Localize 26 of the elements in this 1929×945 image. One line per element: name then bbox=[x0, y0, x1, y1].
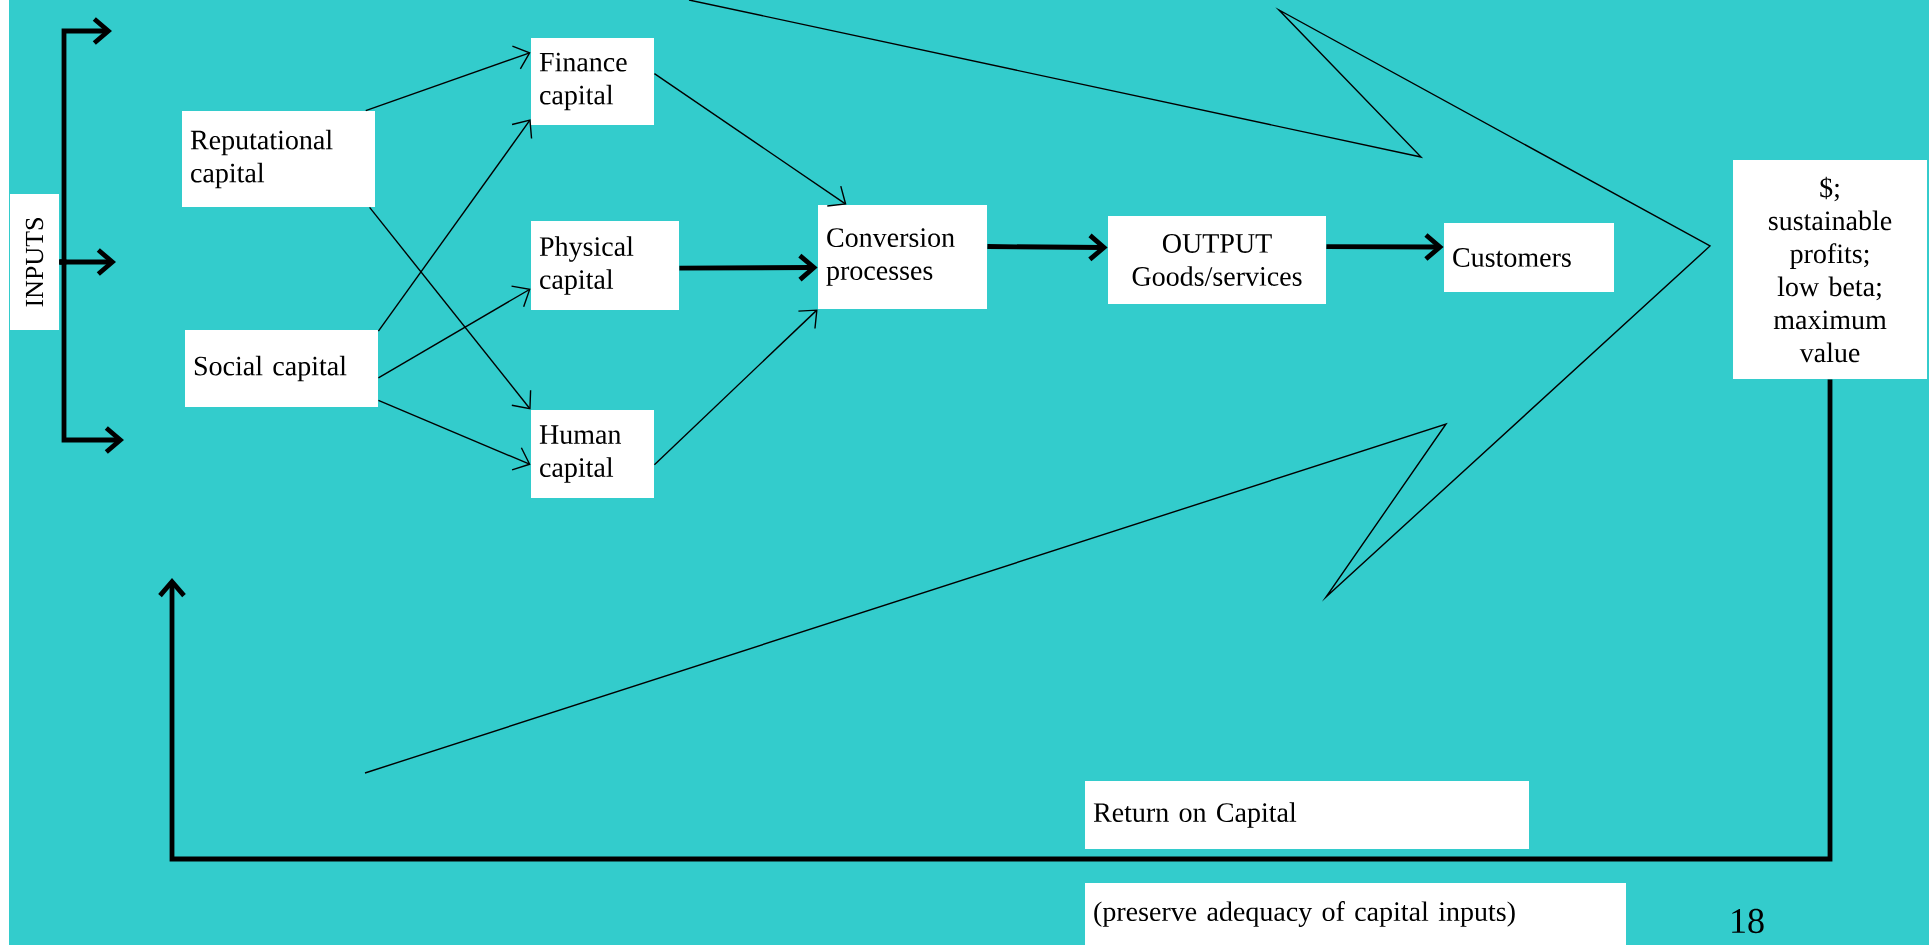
arrow bbox=[377, 399, 531, 471]
arrow bbox=[1326, 233, 1444, 261]
arrow bbox=[987, 233, 1108, 262]
note-box: (preserve adequacy of capital inputs) bbox=[1085, 883, 1626, 945]
process-box: Reputational capital bbox=[182, 111, 375, 207]
process-box: Human capital bbox=[531, 410, 654, 498]
arrow bbox=[368, 206, 532, 410]
page-number: 18 bbox=[1732, 908, 1764, 934]
arrow bbox=[377, 119, 533, 332]
arrow bbox=[679, 253, 818, 282]
result-box: $; sustainable profits; low beta; maximum value bbox=[1733, 160, 1927, 379]
arrow bbox=[653, 309, 818, 466]
label-box: INPUTS bbox=[10, 194, 59, 330]
arrow bbox=[377, 285, 531, 379]
arrow bbox=[653, 72, 847, 207]
arrow bbox=[158, 379, 1833, 862]
arrow bbox=[365, 45, 531, 112]
node-label: INPUTS bbox=[25, 218, 44, 307]
note-box: Return on Capital bbox=[1085, 781, 1529, 849]
process-box: Finance capital bbox=[531, 38, 654, 125]
process-box: OUTPUT Goods/services bbox=[1108, 216, 1326, 304]
process-box: Customers bbox=[1444, 223, 1614, 292]
process-box: Conversion processes bbox=[818, 205, 987, 309]
process-box: Physical capital bbox=[531, 221, 679, 310]
arrow bbox=[59, 259, 124, 454]
process-box: Social capital bbox=[185, 330, 378, 407]
